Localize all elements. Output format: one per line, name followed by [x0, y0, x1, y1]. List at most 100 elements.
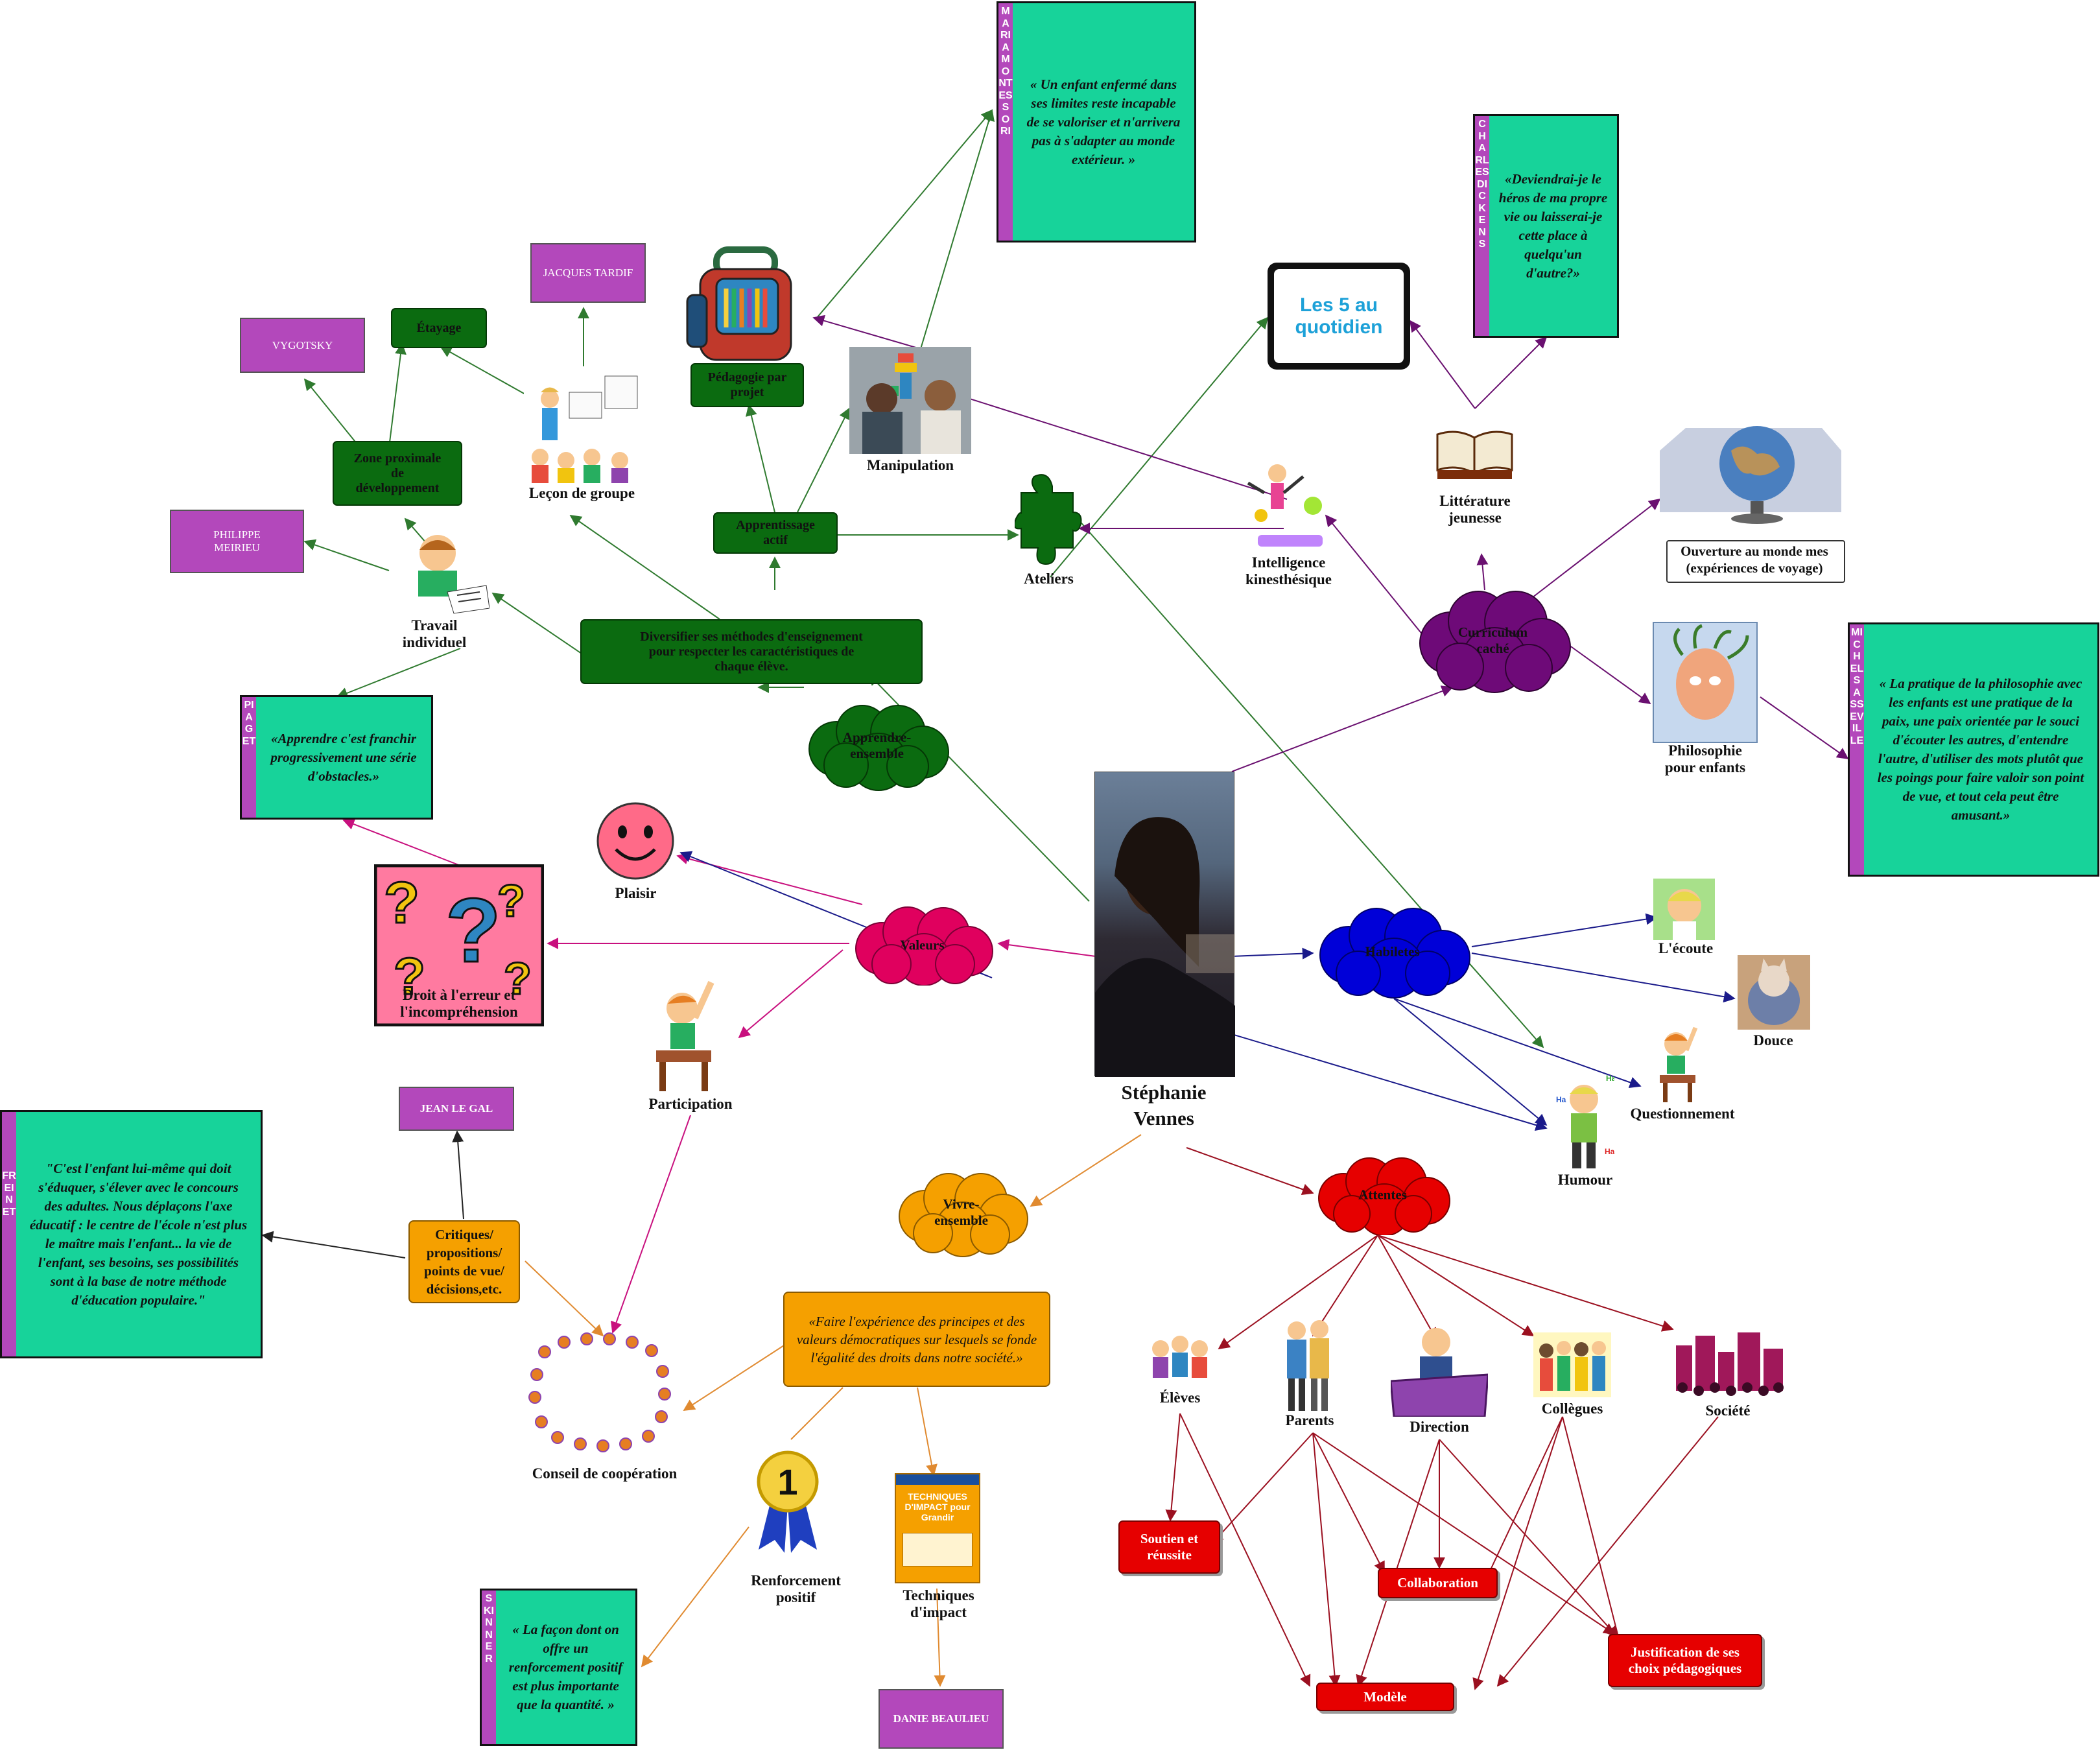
techniques-book-title: TECHNIQUES D'IMPACT pour Grandir [904, 1491, 971, 1522]
droit-label: Droit à l'erreur et l'incompréhension [400, 987, 518, 1020]
societe-label: Société [1705, 1402, 1751, 1419]
quotidien-logo: Les 5 au quotidien [1268, 263, 1410, 370]
plaisir-label: Plaisir [615, 885, 657, 901]
vygotsky-label: VYGOTSKY [272, 338, 333, 351]
questionnement-icon [1660, 1026, 1698, 1102]
techniques-label: Techniques d'impact [903, 1587, 974, 1620]
svg-text:?: ? [504, 953, 532, 1004]
renforcement-label: Renforcement positif [751, 1572, 841, 1605]
open-book-icon [1436, 431, 1513, 479]
tardif-box[interactable]: JACQUES TARDIF [530, 243, 646, 303]
svg-text:?: ? [445, 879, 501, 981]
conseil-label: Conseil de coopération [532, 1465, 678, 1482]
cloud-vivre-label: Vivre- ensemble [934, 1196, 988, 1228]
zone-proximale-label: Zone proximale de développement [353, 451, 442, 495]
collaboration-box[interactable]: Collaboration [1378, 1568, 1498, 1598]
ouverture-label: Ouverture au monde mes (expériences de v… [1681, 543, 1828, 576]
collegues-label: Collègues [1541, 1401, 1603, 1417]
quote-montessori[interactable]: MARIA MONTESSORI « Un enfant enfermé dan… [997, 1, 1196, 242]
quote-dickens[interactable]: CHARLES DICKENS «Deviendrai-je le héros … [1473, 114, 1619, 338]
cloud-apprendre-ensemble[interactable]: Apprendre- ensemble [801, 700, 953, 791]
kinesthesique-icon [1247, 464, 1323, 547]
direction-icon [1391, 1328, 1488, 1417]
lecon-label: Leçon de groupe [528, 485, 635, 501]
cloud-habiletes[interactable]: Habiletes [1310, 905, 1475, 999]
parents-icon [1287, 1320, 1329, 1411]
cloud-valeurs[interactable]: Valeurs [846, 905, 998, 986]
cloud-habiletes-label: Habiletes [1365, 943, 1420, 959]
collaboration-label: Collaboration [1397, 1575, 1478, 1590]
parents-label: Parents [1285, 1412, 1334, 1428]
cloud-curriculum-label: Curriculum caché [1457, 624, 1528, 656]
etayage-label: Étayage [416, 320, 462, 335]
svg-text:?: ? [394, 947, 425, 1005]
cloud-valeurs-label: Valeurs [900, 937, 945, 952]
legal-label: JEAN LE GAL [419, 1102, 493, 1115]
direction-label: Direction [1410, 1419, 1469, 1435]
quote-sasseville-author: MICHEL SASSEVILLE [1850, 624, 1864, 875]
quote-piaget[interactable]: PIAGET «Apprendre c'est franchir progres… [240, 695, 433, 820]
svg-text:?: ? [384, 871, 419, 936]
beaulieu-label: DANIE BEAULIEU [893, 1712, 989, 1725]
globe-icon [1660, 426, 1841, 524]
puzzle-piece-icon [1015, 474, 1082, 565]
quote-freinet-text: "C'est l'enfant lui-même qui doit s'éduq… [29, 1160, 248, 1308]
faire-experience-box[interactable]: «Faire l'expérience des principes et des… [783, 1292, 1050, 1387]
eleves-label: Élèves [1159, 1389, 1201, 1406]
quote-freinet[interactable]: FREINET "C'est l'enfant lui-même qui doi… [0, 1110, 263, 1358]
tardif-label: JACQUES TARDIF [543, 266, 633, 279]
quote-sasseville[interactable]: MICHEL SASSEVILLE « La pratique de la ph… [1848, 622, 2099, 877]
faire-experience-label: «Faire l'expérience des principes et des… [796, 1313, 1037, 1366]
etayage-box[interactable]: Étayage [391, 308, 487, 348]
societe-icon [1676, 1332, 1784, 1396]
critiques-box[interactable]: Critiques/ propositions/ points de vue/ … [408, 1220, 520, 1303]
meirieu-label: PHILIPPE MEIRIEU [213, 528, 261, 554]
quote-skinner[interactable]: SKINNER « La façon dont on offre un renf… [480, 1589, 637, 1746]
modele-box[interactable]: Modèle [1316, 1683, 1454, 1711]
apprentissage-actif-box[interactable]: Apprentissage actif [713, 512, 838, 554]
smiley-face-icon [596, 802, 674, 880]
ha-text-2: Ha [1606, 1074, 1614, 1083]
vygotsky-box[interactable]: VYGOTSKY [240, 318, 365, 373]
pedagogie-projet-box[interactable]: Pédagogie par projet [690, 363, 804, 407]
apprentissage-actif-label: Apprentissage actif [736, 518, 815, 547]
diversifier-label: Diversifier ses méthodes d'enseignement … [640, 629, 863, 674]
pedagogie-projet-label: Pédagogie par projet [707, 370, 787, 399]
participation-icon [656, 980, 714, 1091]
center-name: Stéphanie Vennes [1121, 1081, 1207, 1129]
cloud-curriculum-cache[interactable]: Curriculum caché [1413, 584, 1572, 697]
cat-icon [1738, 955, 1810, 1030]
diversifier-box[interactable]: Diversifier ses méthodes d'enseignement … [580, 619, 923, 684]
philosophie-label: Philosophie pour enfants [1664, 742, 1746, 775]
lecon-groupe-icon [524, 366, 641, 483]
manipulation-label: Manipulation [866, 457, 954, 473]
beaulieu-box[interactable]: DANIE BEAULIEU [879, 1689, 1004, 1749]
justification-box[interactable]: Justification de ses choix pédagogiques [1608, 1634, 1762, 1687]
collegues-icon [1533, 1332, 1611, 1397]
question-marks-icon: ? ? ? ? ? [374, 864, 544, 1026]
portrait-silhouette [1095, 817, 1235, 1077]
meirieu-box[interactable]: PHILIPPE MEIRIEU [170, 510, 304, 573]
svg-text:?: ? [497, 875, 525, 926]
ouverture-frame [1666, 540, 1845, 583]
douce-label: Douce [1753, 1032, 1793, 1048]
soutien-box[interactable]: Soutien et réussite [1118, 1520, 1220, 1574]
quote-dickens-text: «Deviendrai-je le héros de ma propre vie… [1498, 171, 1608, 281]
intelligence-label: Intelligence kinesthésique [1245, 554, 1332, 587]
cloud-attentes[interactable]: Attentes [1310, 1154, 1456, 1235]
humour-label: Humour [1557, 1172, 1613, 1188]
legal-box[interactable]: JEAN LE GAL [399, 1087, 514, 1131]
ha-text-3: Ha [1605, 1147, 1614, 1156]
participation-label: Participation [648, 1096, 733, 1112]
cloud-vivre-ensemble[interactable]: Vivre- ensemble [891, 1167, 1031, 1258]
modele-label: Modèle [1363, 1688, 1407, 1705]
philosophie-icon [1653, 622, 1758, 743]
travail-label: Travail individuel [402, 617, 467, 650]
ribbon-number: 1 [777, 1461, 797, 1502]
quote-montessori-author: MARIA MONTESSORI [998, 3, 1013, 241]
cooperation-circle-icon [528, 1332, 671, 1452]
zone-proximale-box[interactable]: Zone proximale de développement [333, 441, 462, 506]
justification-label: Justification de ses choix pédagogiques [1628, 1644, 1742, 1676]
quote-piaget-text: «Apprendre c'est franchir progressivemen… [270, 730, 417, 784]
